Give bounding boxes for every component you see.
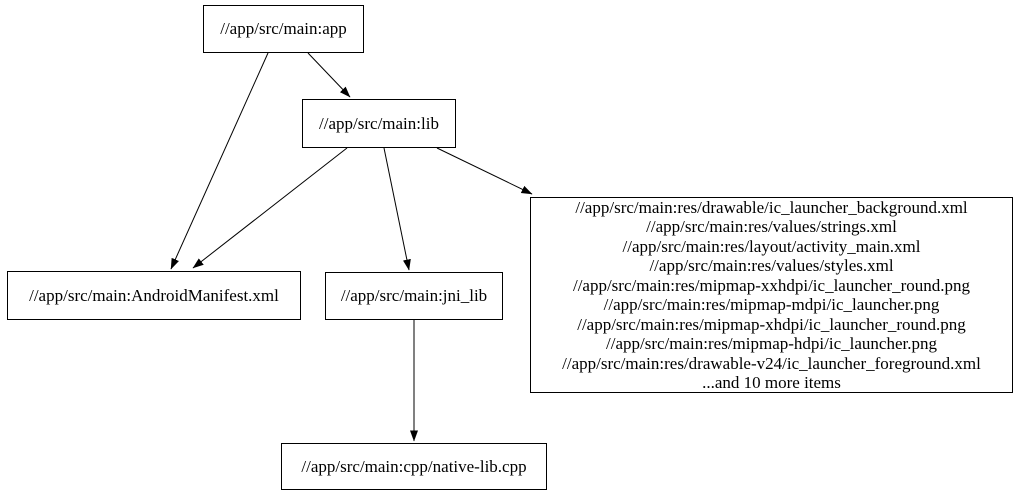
res-file-label: //app/src/main:res/drawable/ic_launcher_… bbox=[575, 197, 968, 217]
edge-app-to-manifest bbox=[170, 52, 269, 270]
edge-app-to-lib bbox=[307, 52, 351, 98]
node-native-lib-cpp: //app/src/main:cpp/native-lib.cpp bbox=[281, 443, 547, 490]
edge-lib-to-jni-lib bbox=[383, 147, 411, 271]
res-file-label: //app/src/main:res/mipmap-mdpi/ic_launch… bbox=[603, 295, 940, 314]
res-file-label: //app/src/main:res/layout/activity_main.… bbox=[622, 236, 921, 256]
node-res-group: //app/src/main:res/drawable/ic_launcher_… bbox=[530, 197, 1013, 393]
res-file-label: //app/src/main:res/drawable-v24/ic_launc… bbox=[562, 353, 981, 373]
node-lib: //app/src/main:lib bbox=[302, 99, 456, 148]
res-file-label: //app/src/main:res/mipmap-xxhdpi/ic_laun… bbox=[572, 275, 971, 295]
res-file-label: //app/src/main:res/mipmap-hdpi/ic_launch… bbox=[606, 334, 937, 353]
node-android-manifest: //app/src/main:AndroidManifest.xml bbox=[7, 271, 301, 320]
res-file-label: //app/src/main:res/mipmap-xhdpi/ic_launc… bbox=[577, 314, 966, 334]
res-more-items-label: ...and 10 more items bbox=[702, 373, 841, 392]
node-app: //app/src/main:app bbox=[203, 5, 364, 53]
edge-lib-to-manifest bbox=[192, 147, 348, 269]
res-file-label: //app/src/main:res/values/styles.xml bbox=[649, 256, 894, 275]
res-file-label: //app/src/main:res/values/strings.xml bbox=[646, 217, 897, 236]
edge-lib-to-res-group bbox=[436, 147, 533, 195]
node-jni-lib: //app/src/main:jni_lib bbox=[325, 272, 503, 320]
